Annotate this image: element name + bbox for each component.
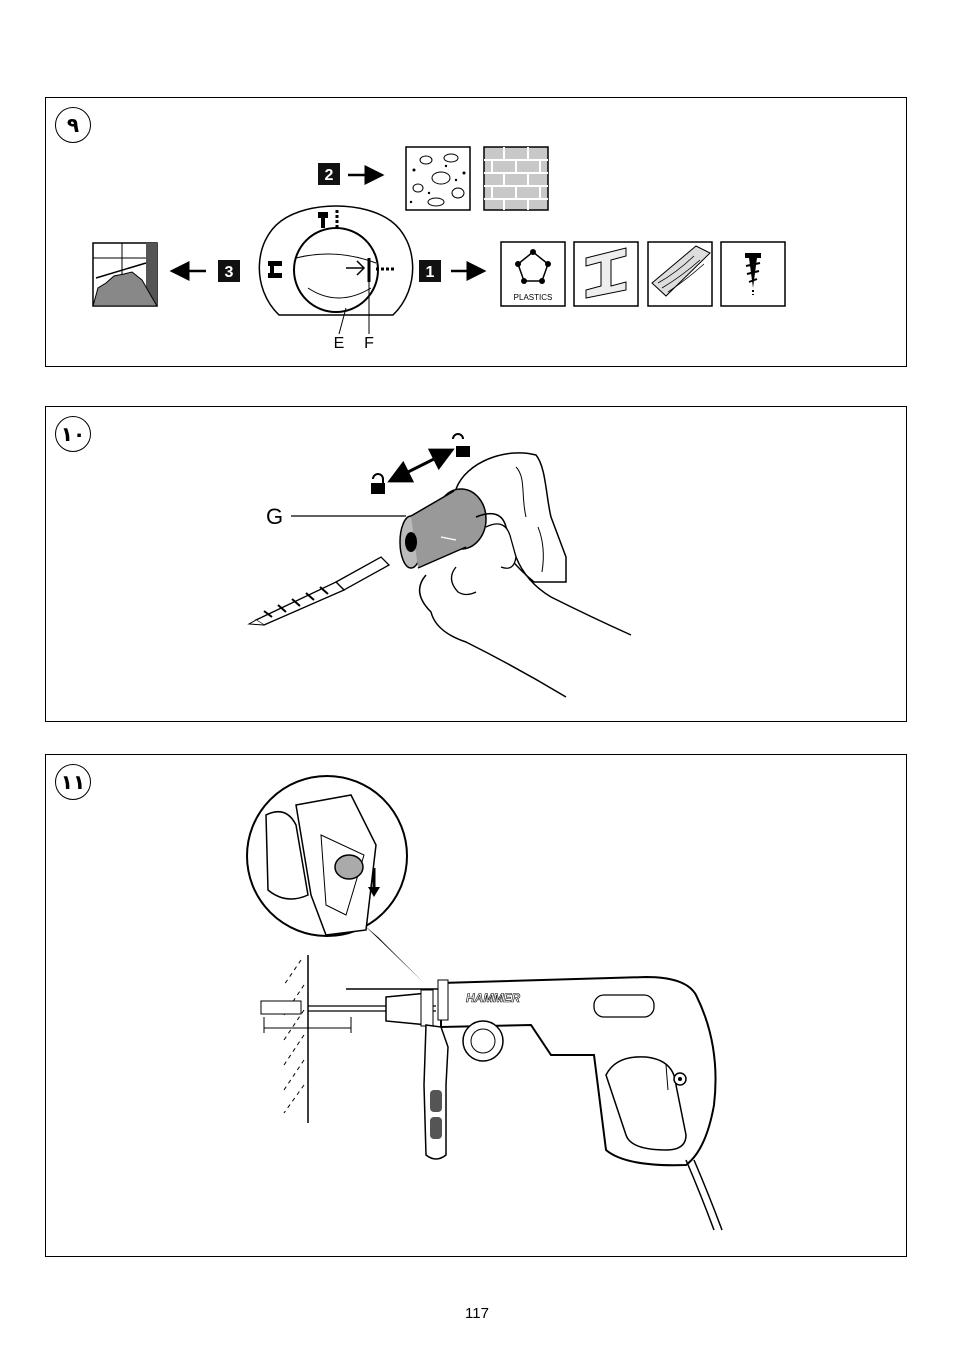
- screw-icon: [721, 242, 785, 306]
- step-3-label: 3: [225, 264, 234, 281]
- mode-selector-dial: [259, 206, 412, 334]
- concrete-icon: [406, 147, 470, 210]
- brand-label: HAMMER: [466, 991, 520, 1005]
- figure-11-panel: ١١: [45, 754, 907, 1257]
- plastics-label: PLASTICS: [514, 293, 553, 302]
- figure-9-panel: ٩ 2: [45, 97, 907, 367]
- label-e: E: [334, 335, 345, 352]
- lock-direction-arrow: [398, 454, 444, 477]
- figure-10-panel: ١٠ G: [45, 406, 907, 722]
- page-number: 117: [0, 1305, 954, 1322]
- depth-stop-detail-zoom: [247, 776, 407, 936]
- brick-icon: [484, 147, 548, 210]
- lock-open-icon: [453, 434, 470, 457]
- metal-icon: [574, 242, 638, 306]
- step-2-label: 2: [325, 167, 334, 184]
- drill-bit: [249, 557, 389, 625]
- tile-icon: [93, 243, 157, 306]
- label-g: G: [266, 504, 283, 529]
- side-handle: [424, 1025, 448, 1159]
- figure-9-illustration: 2: [46, 98, 908, 368]
- step-1-label: 1: [426, 264, 435, 281]
- figure-11-illustration: HAMMER: [46, 755, 908, 1258]
- wood-icon: [648, 242, 712, 306]
- chuck-sleeve: [400, 489, 486, 568]
- drill-body: [421, 977, 716, 1165]
- wall: [261, 955, 351, 1123]
- power-cable: [686, 1160, 714, 1230]
- label-f: F: [364, 335, 374, 352]
- figure-10-illustration: G: [46, 407, 908, 723]
- zoom-pointer: [364, 925, 424, 983]
- lock-closed-icon: [371, 474, 385, 494]
